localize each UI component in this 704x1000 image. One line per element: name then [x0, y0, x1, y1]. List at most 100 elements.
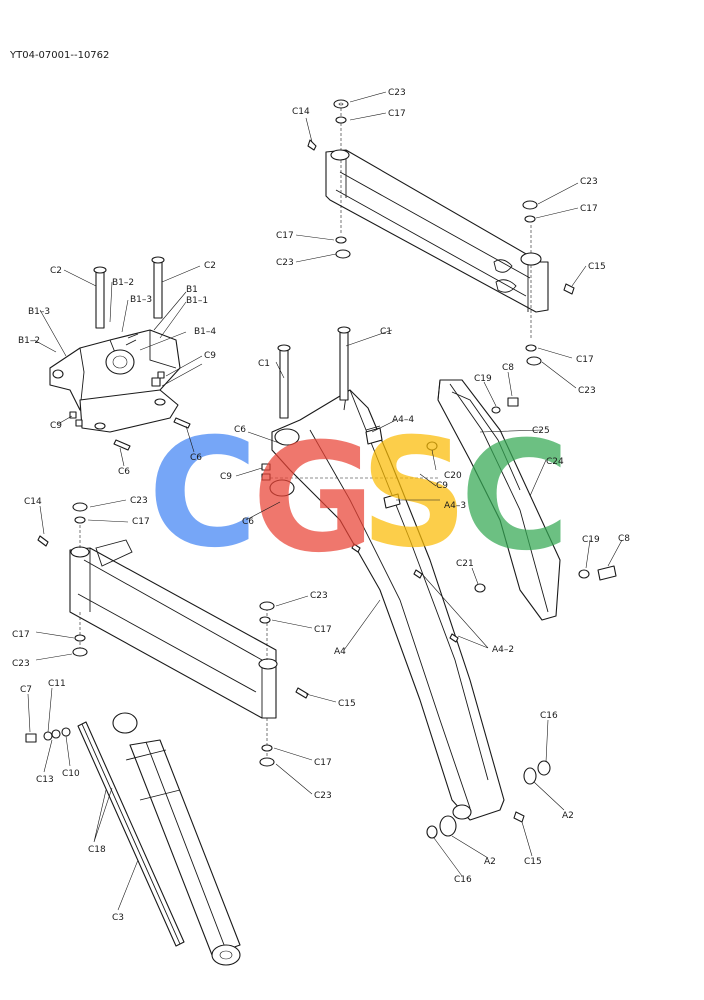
label-c15: C15 [338, 699, 356, 709]
label-c23: C23 [12, 659, 30, 669]
label-c11: C11 [48, 679, 66, 689]
washer-c17-lower-arm-left [74, 634, 86, 642]
washer-c17-lower-arm-bottom [261, 744, 273, 752]
grease-fitting-c15-lower [295, 687, 309, 699]
bolt-c8-right [597, 565, 617, 581]
label-a4-4: A4–4 [392, 415, 414, 425]
label-c23: C23 [388, 88, 406, 98]
label-c19: C19 [474, 374, 492, 384]
label-c1: C1 [380, 327, 392, 337]
washer-c11 [43, 731, 53, 741]
label-c6: C6 [234, 425, 246, 435]
pin-c2-right [151, 256, 165, 319]
label-c13: C13 [36, 775, 54, 785]
label-c6: C6 [118, 467, 130, 477]
grease-fitting-c14-top [307, 139, 317, 151]
pin-c1-right [337, 326, 351, 401]
washer-c17-lower-arm-top [74, 516, 86, 524]
watermark-letter-4: C [460, 410, 570, 584]
label-c17: C17 [580, 204, 598, 214]
part-labels: C23 C17 C14 C23 C17 C17 C23 C15 C17 C23 … [12, 88, 630, 923]
grease-nipples-a4-2 [351, 543, 459, 643]
pin-c2-left [93, 266, 107, 329]
washer-c17-lower-arm-right [259, 616, 271, 624]
bolt-c7 [25, 733, 37, 743]
label-a2: A2 [562, 811, 574, 821]
label-c17: C17 [12, 630, 30, 640]
label-c2: C2 [204, 261, 216, 271]
label-c19: C19 [582, 535, 600, 545]
label-c10: C10 [62, 769, 80, 779]
washer-c23-left-lower [335, 249, 351, 259]
bushing-a2-right [523, 767, 537, 785]
label-c16: C16 [540, 711, 558, 721]
clamp-c10 [61, 727, 71, 737]
washer-c23-right-lower [526, 356, 542, 366]
label-c15: C15 [524, 857, 542, 867]
bolt-c6-bracket-lower [113, 439, 131, 451]
label-b1-1: B1–1 [186, 296, 208, 306]
label-a4-3: A4–3 [444, 501, 466, 511]
washer-c17-right-lower [525, 344, 537, 352]
watermark-letter-3: S [360, 407, 468, 581]
label-c18: C18 [88, 845, 106, 855]
washer-c23-lower-arm-left [72, 647, 88, 657]
washer-c17-left-lower [335, 236, 347, 244]
label-c3: C3 [112, 913, 124, 923]
washer-c23-right-upper [522, 200, 538, 210]
nut-c21 [474, 583, 486, 593]
washer-c23-lower-arm-top [72, 502, 88, 512]
document-id: YT04-07001--10762 [9, 50, 109, 61]
label-b1-2: B1–2 [18, 336, 40, 346]
label-a4: A4 [334, 647, 346, 657]
label-c1: C1 [258, 359, 270, 369]
label-c17: C17 [314, 758, 332, 768]
label-c15: C15 [588, 262, 606, 272]
washer-c23-lower-arm-right [259, 601, 275, 611]
label-c9: C9 [220, 472, 232, 482]
bolt-c6-bracket-right [173, 417, 191, 429]
washer-c19-right [578, 569, 590, 579]
label-c14: C14 [292, 107, 310, 117]
upper-link-arm [325, 108, 549, 340]
label-c17: C17 [576, 355, 594, 365]
label-c24: C24 [546, 457, 564, 467]
washer-c17-top [335, 116, 347, 124]
lower-link-arm [69, 520, 278, 766]
label-c16: C16 [454, 875, 472, 885]
label-c23: C23 [580, 177, 598, 187]
label-c20: C20 [444, 471, 462, 481]
plate-a4-3 [383, 493, 401, 509]
label-c17: C17 [132, 517, 150, 527]
nut-c13 [51, 729, 61, 739]
washer-c23-lower-arm-bottom [259, 757, 275, 767]
bracket-c25 [437, 379, 561, 621]
label-c8: C8 [502, 363, 514, 373]
label-c9: C9 [50, 421, 62, 431]
collar-c16-left [426, 825, 438, 839]
label-c21: C21 [456, 559, 474, 569]
label-c25: C25 [532, 426, 550, 436]
grease-fitting-c15-top [563, 283, 575, 295]
label-b1-3: B1–3 [28, 307, 50, 317]
label-a4-2: A4–2 [492, 645, 514, 655]
bushing-a2-left [439, 815, 457, 837]
leader-lines [27, 91, 623, 911]
label-c6: C6 [242, 517, 254, 527]
washer-c19-top [491, 406, 501, 414]
label-c2: C2 [50, 266, 62, 276]
label-c9: C9 [436, 481, 448, 491]
bolt-c8-top [507, 397, 519, 407]
washer-c17-right-upper [524, 215, 536, 223]
pin-c1-left [277, 344, 291, 419]
label-b1-2: B1–2 [112, 278, 134, 288]
hydraulic-cylinder-c3 [112, 712, 241, 966]
label-c17: C17 [276, 231, 294, 241]
label-c23: C23 [578, 386, 596, 396]
label-c9: C9 [204, 351, 216, 361]
bolts-c9-bracket [69, 371, 165, 427]
boom-a4 [269, 389, 505, 821]
label-c17: C17 [388, 109, 406, 119]
label-b1-4: B1–4 [194, 327, 216, 337]
